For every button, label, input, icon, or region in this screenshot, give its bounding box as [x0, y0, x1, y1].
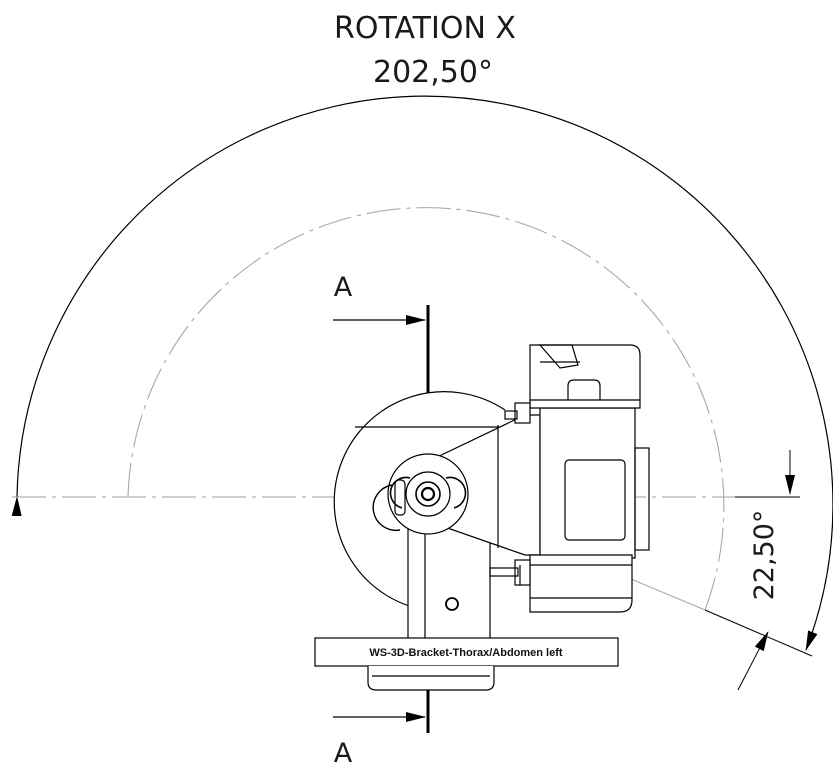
rotation-angle-label: 202,50°: [373, 55, 493, 90]
section-letter-bottom: A: [334, 738, 353, 766]
motor-bottom-cover: [529, 554, 633, 613]
bracket-plate: [407, 524, 491, 641]
pivot-pin: [420, 486, 436, 502]
motor-window: [564, 459, 626, 541]
side-stud-bottom: [514, 559, 531, 586]
bracket-assembly: [314, 344, 650, 691]
extension-line-diagonal: [704, 609, 813, 657]
section-letter-top: A: [334, 272, 353, 303]
offset-angle-label: 22,50°: [749, 510, 780, 601]
pivot-hub-outer: [387, 453, 469, 535]
sweep-centerline-arc: [127, 207, 725, 611]
pivot-hub-ring: [405, 471, 451, 517]
rotation-title: ROTATION X: [334, 11, 516, 46]
motor-housing: [539, 407, 636, 559]
part-label-bar: [314, 637, 619, 667]
motor-top-cover: [529, 344, 641, 409]
rotation-dimension-arc: [11, 95, 833, 651]
side-stud-top: [514, 402, 531, 424]
bracket-foot: [367, 666, 495, 691]
offset-dimension-arrow-bottom: [737, 631, 769, 691]
mounting-hole: [445, 597, 459, 611]
part-label-text: WS-3D-Bracket-Thorax/Abdomen left: [369, 647, 562, 659]
